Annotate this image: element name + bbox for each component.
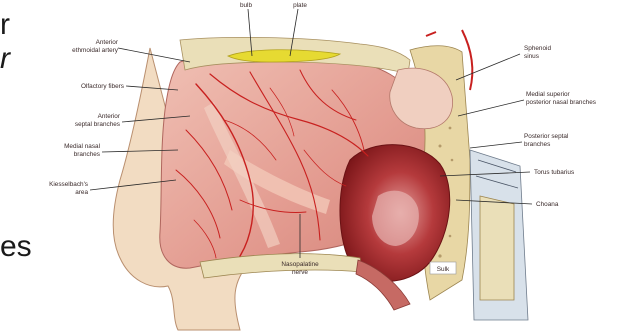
- label-medial-superior-2: posterior nasal branches: [526, 99, 596, 106]
- label-plate: plate: [293, 2, 307, 9]
- label-sphenoid-1: Sphenoid: [524, 45, 551, 52]
- label-nasopalatine-2: nerve: [292, 269, 308, 276]
- label-posterior-septal-1: Posterior septal: [524, 133, 568, 140]
- vertebra-block: [480, 196, 514, 300]
- label-posterior-septal-2: branches: [524, 141, 550, 148]
- label-anterior-ethmoidal-1: Anterior: [96, 39, 119, 46]
- label-medial-nasal-2: branches: [74, 151, 100, 158]
- label-anterior-septal-2: septal branches: [75, 121, 120, 128]
- label-medial-superior-1: Medial superior: [526, 91, 571, 98]
- label-anterior-septal-1: Anterior: [98, 113, 121, 120]
- label-bulb: bulb: [240, 2, 253, 9]
- label-medial-nasal-1: Medial nasal: [64, 143, 100, 150]
- label-torus-tubarius: Torus tubarius: [534, 169, 574, 176]
- label-olfactory-fibers: Olfactory fibers: [81, 83, 124, 90]
- label-anterior-ethmoidal-2: ethmoidal artery: [72, 47, 119, 54]
- label-sphenoid-2: sinus: [524, 53, 539, 60]
- label-choana: Choana: [536, 201, 559, 208]
- label-kiesselbach-1: Kiesselbach's: [49, 181, 88, 188]
- label-kiesselbach-2: area: [75, 189, 88, 196]
- label-nasopalatine-1: Nasopalatine: [281, 261, 319, 268]
- label-tag: Sulk: [437, 266, 450, 273]
